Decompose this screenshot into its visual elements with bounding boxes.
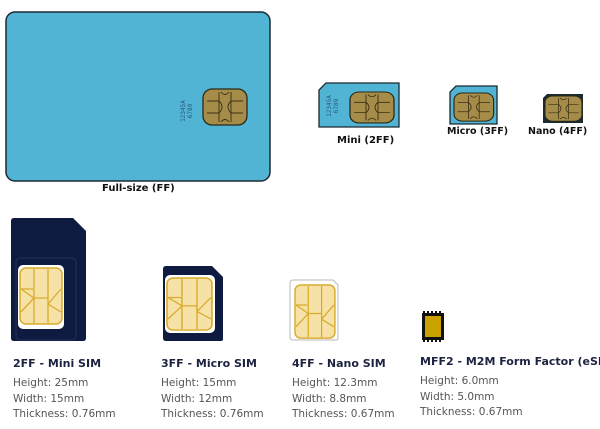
spec-title: MFF2 - M2M Form Factor (eSIM) (420, 355, 600, 368)
spec-thickness: Thickness: 0.67mm (292, 408, 395, 420)
spec-title: 3FF - Micro SIM (161, 357, 257, 370)
spec-thickness: Thickness: 0.76mm (161, 408, 264, 420)
mini-sim-image (11, 218, 86, 341)
spec-width: Width: 15mm (13, 392, 85, 405)
chip-icon (166, 277, 213, 331)
spec-nano-sim: 4FF - Nano SIM Height: 12.3mm Width: 8.8… (292, 357, 395, 423)
esim-chip-image (422, 311, 444, 342)
spec-thickness: Thickness: 0.76mm (13, 408, 116, 420)
micro-sim-image (163, 266, 223, 341)
chip-icon (19, 267, 63, 325)
nano-label: Nano (4FF) (528, 126, 588, 137)
mini-label: Mini (2FF) (337, 135, 395, 146)
mini-card (318, 82, 400, 128)
full-size-card (5, 11, 271, 182)
chip-icon (294, 284, 336, 339)
nano-card (543, 94, 583, 123)
spec-micro-sim: 3FF - Micro SIM Height: 15mm Width: 12mm… (161, 357, 264, 423)
spec-height: Height: 6.0mm (420, 375, 499, 387)
spec-height: Height: 15mm (161, 377, 237, 389)
full-size-label: Full-size (FF) (102, 183, 175, 194)
spec-width: Width: 12mm (161, 392, 233, 405)
spec-width: Width: 5.0mm (420, 390, 495, 403)
spec-mini-sim: 2FF - Mini SIM Height: 25mm Width: 15mm … (13, 357, 116, 423)
spec-height: Height: 12.3mm (292, 377, 378, 389)
chip-icon (544, 95, 583, 122)
spec-title: 4FF - Nano SIM (292, 357, 386, 370)
micro-card (449, 85, 498, 125)
nano-sim-image (289, 279, 339, 341)
spec-thickness: Thickness: 0.67mm (420, 406, 523, 418)
chip-icon (202, 88, 248, 126)
spec-width: Width: 8.8mm (292, 392, 367, 405)
chip-icon (349, 91, 395, 124)
spec-height: Height: 25mm (13, 377, 89, 389)
spec-esim: MFF2 - M2M Form Factor (eSIM) Height: 6.… (420, 355, 600, 421)
chip-icon (453, 92, 495, 122)
micro-label: Micro (3FF) (447, 126, 509, 137)
spec-title: 2FF - Mini SIM (13, 357, 102, 370)
